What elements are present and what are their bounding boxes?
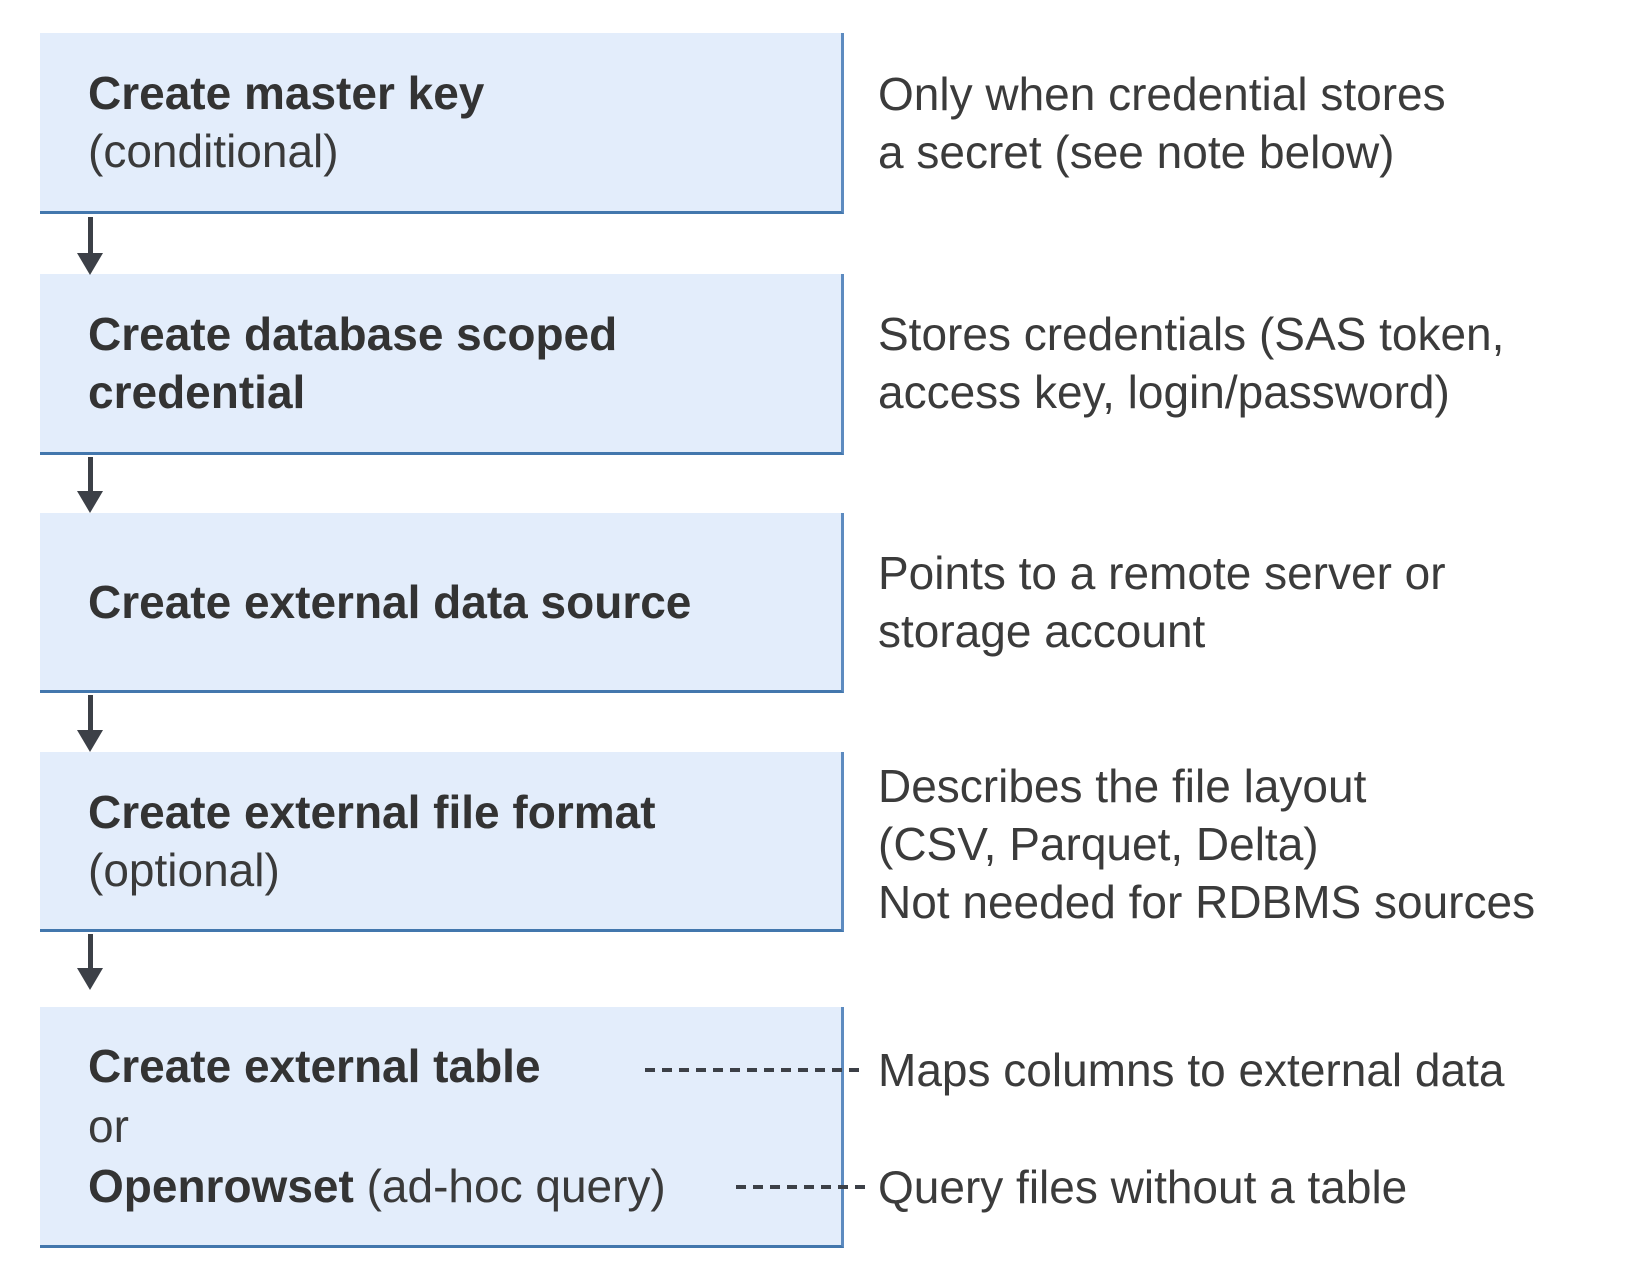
dashed-connector-external-table — [645, 1068, 866, 1072]
flow-box-create-external-table-or-openrowset: Create external table or Openrowset (ad-… — [40, 1007, 844, 1248]
box-title: Create external table — [88, 1040, 541, 1092]
note-line: Stores credentials (SAS token, — [878, 308, 1505, 360]
note-line: Not needed for RDBMS sources — [878, 876, 1536, 928]
dashed-connector-openrowset — [736, 1185, 867, 1189]
arrow-head — [77, 491, 103, 513]
arrow-stem — [87, 457, 93, 492]
arrow-head — [77, 253, 103, 275]
note-line: Describes the file layout — [878, 760, 1367, 812]
arrow-head — [77, 968, 103, 990]
note-openrowset: Query files without a table — [878, 1158, 1407, 1216]
box-conjunction: or — [88, 1100, 129, 1152]
box-alt-qualifier: (ad-hoc query) — [353, 1160, 666, 1212]
note-line: Only when credential stores — [878, 68, 1446, 120]
box-title: Create master key — [88, 67, 485, 119]
box-qualifier: (optional) — [88, 843, 280, 896]
arrow-head — [77, 730, 103, 752]
flow-box-create-external-data-source: Create external data source — [40, 513, 844, 693]
note-data-source: Points to a remote server or storage acc… — [878, 544, 1446, 660]
note-line: access key, login/password) — [878, 366, 1450, 418]
arrow-stem — [87, 934, 93, 969]
box-title: Create external data source — [88, 575, 692, 628]
box-qualifier: (conditional) — [88, 125, 339, 177]
box-alt-title: Openrowset — [88, 1160, 354, 1212]
arrow-stem — [87, 695, 93, 731]
note-line: Maps columns to external data — [878, 1044, 1505, 1096]
note-line: Query files without a table — [878, 1161, 1408, 1213]
note-external-table: Maps columns to external data — [878, 1041, 1504, 1099]
note-line: a secret (see note below) — [878, 126, 1395, 178]
note-line: Points to a remote server or — [878, 547, 1446, 599]
note-file-format: Describes the file layout (CSV, Parquet,… — [878, 757, 1535, 931]
flow-box-create-external-file-format: Create external file format (optional) — [40, 752, 844, 932]
box-title: Create database scoped credential — [88, 308, 618, 418]
note-scoped-credential: Stores credentials (SAS token, access ke… — [878, 305, 1504, 421]
box-alt-title-line: Openrowset (ad-hoc query) — [88, 1156, 801, 1216]
note-master-key: Only when credential stores a secret (se… — [878, 65, 1446, 181]
arrow-stem — [87, 217, 93, 254]
note-line: storage account — [878, 605, 1206, 657]
box-title: Create external file format — [88, 785, 656, 838]
note-line: (CSV, Parquet, Delta) — [878, 818, 1319, 870]
flow-box-create-database-scoped-credential: Create database scoped credential — [40, 274, 844, 455]
flow-box-create-master-key: Create master key (conditional) — [40, 33, 844, 214]
